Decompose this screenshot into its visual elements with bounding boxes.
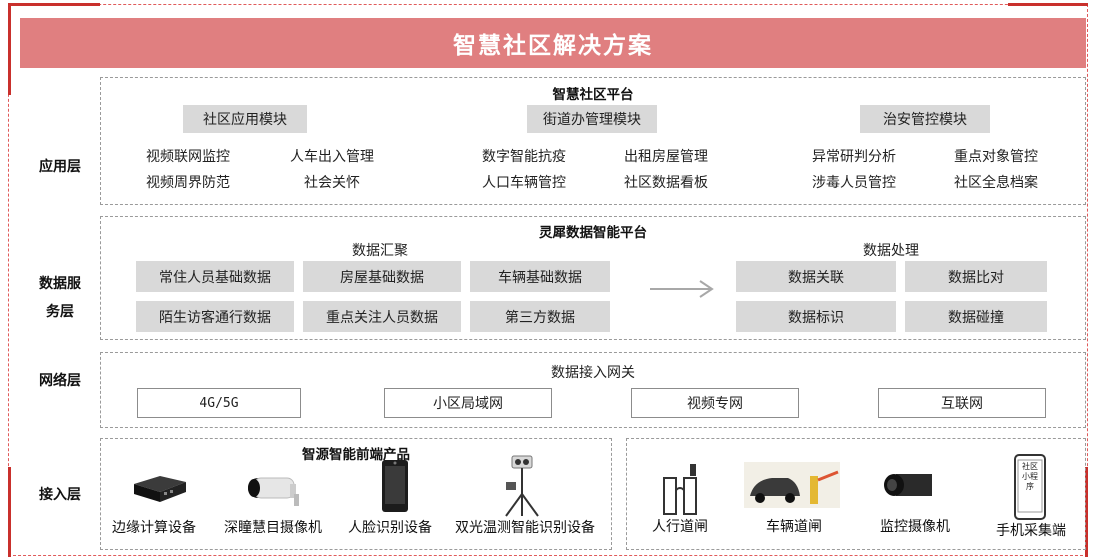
frame-left-border — [8, 4, 9, 556]
data-processing-title: 数据处理 — [863, 243, 919, 259]
flow-arrow-icon — [648, 278, 716, 300]
app-item-anomaly: 异常研判分析 — [812, 149, 896, 165]
phone-collector-icon: 社区 小程 序 — [1014, 454, 1046, 524]
frame-corner-top-right — [1008, 3, 1088, 6]
device-label-vehicle-gate: 车辆道闸 — [766, 519, 822, 535]
frame-corner-bottom-right — [1085, 467, 1088, 557]
phone-screen-line-3: 序 — [1026, 482, 1034, 491]
pedestrian-gate-icon — [660, 460, 700, 520]
access-left-box: 智源智能前端产品 — [100, 438, 612, 550]
app-item-rental: 出租房屋管理 — [624, 149, 708, 165]
layer-label-application: 应用层 — [39, 159, 81, 175]
access-right-box — [626, 438, 1086, 550]
device-label-edge: 边缘计算设备 — [112, 520, 196, 536]
edge-computing-device-icon — [130, 472, 188, 510]
module-street-office: 街道办管理模块 — [527, 105, 657, 133]
data-aggregation-title: 数据汇聚 — [352, 243, 408, 259]
frame-right-border — [1087, 4, 1088, 556]
device-label-dual-temp: 双光温测智能识别设备 — [455, 520, 595, 536]
application-platform-title: 智慧社区平台 — [552, 87, 634, 103]
phone-screen-line-1: 社区 — [1022, 462, 1038, 471]
app-item-drug: 涉毒人员管控 — [812, 175, 896, 191]
app-item-video-network: 视频联网监控 — [146, 149, 230, 165]
application-platform-box: 智慧社区平台 — [100, 77, 1086, 205]
data-tag-visitor: 陌生访客通行数据 — [136, 301, 294, 332]
app-item-social-care: 社会关怀 — [304, 175, 360, 191]
layer-label-network: 网络层 — [39, 373, 81, 389]
data-platform-box: 灵犀数据智能平台 — [100, 216, 1086, 340]
frame-bottom-border — [8, 555, 1088, 556]
dual-temperature-device-icon — [500, 454, 544, 522]
module-community-app: 社区应用模块 — [183, 105, 307, 133]
frame-corner-top-left-v — [8, 3, 11, 95]
data-tag-house: 房屋基础数据 — [303, 261, 461, 292]
layer-label-data-service-1: 数据服 — [39, 276, 81, 292]
face-recognition-device-icon — [380, 458, 410, 518]
data-tag-association: 数据关联 — [736, 261, 896, 292]
device-label-monitor-camera: 监控摄像机 — [880, 519, 950, 535]
device-label-face: 人脸识别设备 — [348, 520, 432, 536]
app-item-dashboard: 社区数据看板 — [624, 175, 708, 191]
data-platform-title: 灵犀数据智能平台 — [539, 225, 647, 241]
access-left-title: 智源智能前端产品 — [302, 447, 410, 463]
box-camera-icon — [882, 466, 934, 508]
app-item-key-target: 重点对象管控 — [954, 149, 1038, 165]
frame-corner-top-left — [8, 3, 100, 6]
frame-top-border — [8, 4, 1088, 5]
device-label-phone: 手机采集端 — [996, 523, 1066, 539]
page-title: 智慧社区解决方案 — [20, 18, 1086, 68]
device-label-pedestrian-gate: 人行道闸 — [652, 519, 708, 535]
network-item-lan: 小区局域网 — [384, 388, 552, 418]
frame-corner-bottom-left — [8, 467, 11, 557]
network-box: 数据接入网关 — [100, 352, 1086, 428]
data-tag-marking: 数据标识 — [736, 301, 896, 332]
data-tag-vehicle: 车辆基础数据 — [470, 261, 610, 292]
app-item-people-vehicle: 人车出入管理 — [290, 149, 374, 165]
data-tag-comparison: 数据比对 — [905, 261, 1047, 292]
data-tag-third-party: 第三方数据 — [470, 301, 610, 332]
layer-label-access: 接入层 — [39, 487, 81, 503]
data-tag-resident: 常住人员基础数据 — [136, 261, 294, 292]
data-tag-collision: 数据碰撞 — [905, 301, 1047, 332]
app-item-population: 人口车辆管控 — [482, 175, 566, 191]
bullet-camera-icon — [240, 470, 304, 514]
data-tag-key-person: 重点关注人员数据 — [303, 301, 461, 332]
vehicle-gate-icon — [744, 462, 840, 512]
network-item-internet: 互联网 — [878, 388, 1046, 418]
device-label-camera: 深瞳慧目摄像机 — [224, 520, 322, 536]
app-item-archive: 社区全息档案 — [954, 175, 1038, 191]
layer-label-data-service-2: 务层 — [46, 304, 74, 320]
network-gateway-title: 数据接入网关 — [551, 365, 635, 381]
phone-screen-line-2: 小程 — [1022, 472, 1038, 481]
network-item-video-private: 视频专网 — [631, 388, 799, 418]
app-item-perimeter: 视频周界防范 — [146, 175, 230, 191]
module-security-control: 治安管控模块 — [860, 105, 990, 133]
app-item-epidemic: 数字智能抗疫 — [482, 149, 566, 165]
network-item-4g5g: 4G/5G — [137, 388, 301, 418]
